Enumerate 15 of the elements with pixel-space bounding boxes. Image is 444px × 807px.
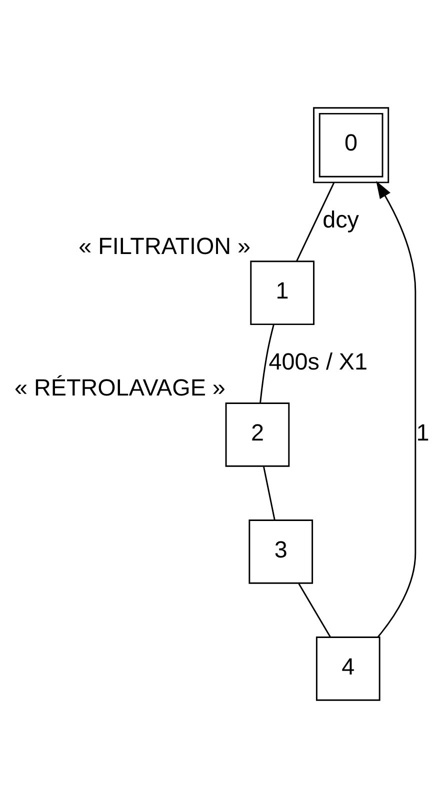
node-box: 1: [250, 260, 314, 325]
node-box: 3: [248, 519, 314, 584]
edge-label: dcy: [322, 206, 360, 232]
connector: [296, 182, 335, 261]
node-box: 2: [225, 402, 290, 466]
edge-label: 1: [416, 418, 430, 445]
connector: [260, 324, 274, 402]
node-label: « FILTRATION »: [78, 232, 251, 258]
connector: [263, 466, 276, 520]
connector: [298, 582, 331, 637]
edge-label: 400s / X1: [268, 348, 368, 374]
node-label: « RÉTROLAVAGE »: [14, 374, 226, 400]
node-box: 0: [313, 106, 390, 183]
arrow: [376, 180, 416, 638]
node-box: 4: [316, 636, 380, 700]
